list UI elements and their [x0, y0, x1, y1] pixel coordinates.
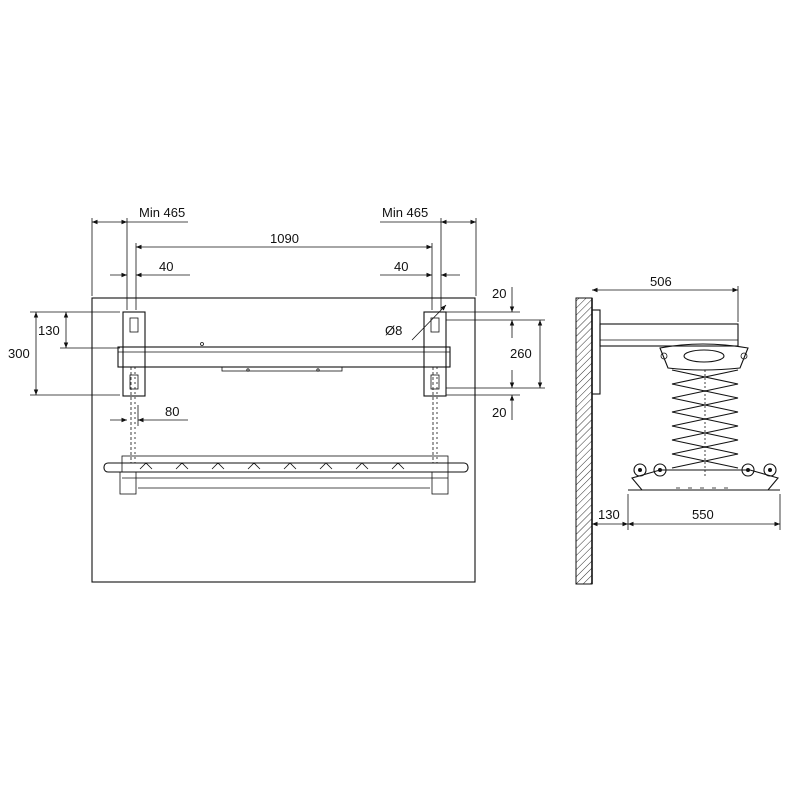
wall-section: [575, 297, 593, 585]
dim-offset-right-label: 40: [394, 259, 408, 274]
scissor-mechanism: [671, 369, 739, 478]
dim-offset-left: 40: [110, 259, 190, 278]
front-view: Min 465 Min 465 1090 40 40: [8, 205, 545, 583]
dim-mount-height: 300: [8, 312, 120, 396]
dim-overall-width: 1090: [135, 231, 433, 310]
dim-bracket-height: 130: [30, 311, 120, 349]
right-chain: [432, 367, 438, 463]
dim-top-gap-label: 20: [492, 286, 506, 301]
dim-hole-spacing-label: 260: [510, 346, 532, 361]
dim-bracket-height-label: 130: [38, 323, 60, 338]
dim-min-left-label: Min 465: [139, 205, 185, 220]
dim-rack-depth-label: 550: [692, 507, 714, 522]
dim-hole-diameter-label: Ø8: [385, 323, 402, 338]
dim-min-right-label: Min 465: [382, 205, 428, 220]
dim-bottom: 130 550: [592, 494, 781, 530]
wall-panel: [91, 297, 476, 583]
dim-offset-right: 40: [380, 259, 460, 278]
drying-rack: [103, 455, 469, 495]
dim-mount-height-label: 300: [8, 346, 30, 361]
right-bracket: [423, 311, 447, 397]
side-view: 506 130 550: [575, 274, 781, 585]
dim-arm-length-label: 506: [650, 274, 672, 289]
dim-hole-diameter: Ø8: [385, 304, 447, 341]
top-rail: [117, 342, 451, 372]
dim-min-left: Min 465: [91, 205, 188, 310]
side-rack-base: [628, 463, 780, 491]
lift-head: [659, 343, 749, 371]
dim-right-verticals: 20 260 20: [446, 286, 545, 420]
dim-chain-offset: 80: [110, 404, 188, 426]
left-chain: [130, 367, 136, 463]
support-arm: [591, 309, 739, 395]
dim-bottom-gap-label: 20: [492, 405, 506, 420]
dim-min-right: Min 465: [380, 205, 477, 310]
dim-chain-offset-label: 80: [165, 404, 179, 419]
dim-offset-left-label: 40: [159, 259, 173, 274]
dim-wall-offset-label: 130: [598, 507, 620, 522]
left-bracket: [122, 311, 146, 397]
dim-arm-length: 506: [592, 274, 739, 322]
dim-overall-width-label: 1090: [270, 231, 299, 246]
